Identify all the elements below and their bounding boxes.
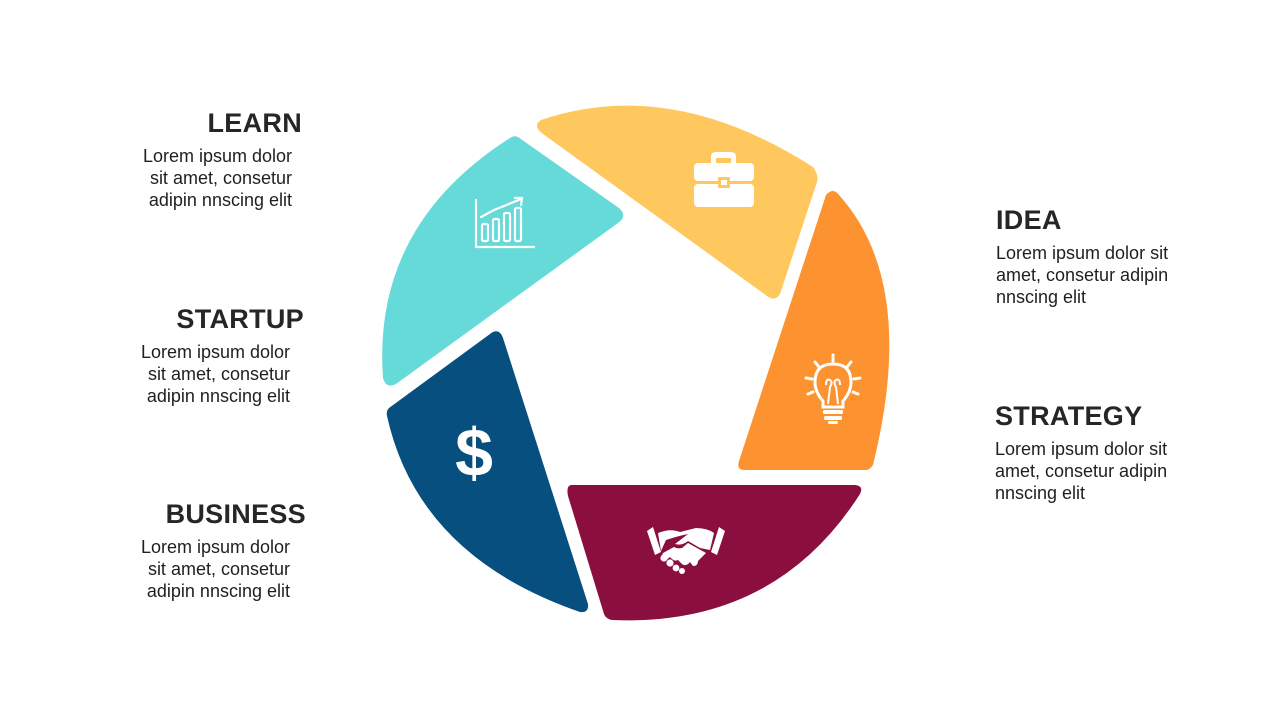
dollar-icon: $: [455, 415, 493, 491]
business-text-block: BUSINESS Lorem ipsum dolor sit amet, con…: [96, 499, 306, 602]
strategy-title: STRATEGY: [995, 401, 1143, 431]
lightbulb-icon: [804, 353, 862, 424]
strategy-text-block: STRATEGY Lorem ipsum dolor sit amet, con…: [995, 401, 1225, 504]
briefcase-icon: [694, 152, 754, 207]
business-description: Lorem ipsum dolor sit amet, consetur adi…: [140, 537, 290, 601]
idea-title: IDEA: [996, 205, 1062, 235]
svg-text:$: $: [455, 415, 493, 491]
idea-description: Lorem ipsum dolor sit amet, consetur adi…: [996, 243, 1169, 307]
growth-chart-icon: [474, 196, 536, 249]
startup-text-block: STARTUP Lorem ipsum dolor sit amet, cons…: [96, 304, 304, 407]
segment-business: [386, 331, 589, 613]
business-title: BUSINESS: [165, 499, 306, 529]
learn-title: LEARN: [207, 108, 302, 138]
handshake-icon: [647, 527, 725, 574]
learn-text-block: LEARN Lorem ipsum dolor sit amet, conset…: [96, 108, 302, 211]
segment-idea: [738, 191, 890, 470]
startup-description: Lorem ipsum dolor sit amet, consetur adi…: [140, 342, 290, 406]
segment-startup: [536, 105, 818, 299]
startup-title: STARTUP: [176, 304, 304, 334]
segment-learn: [382, 136, 624, 386]
learn-description: Lorem ipsum dolor sit amet, consetur adi…: [142, 146, 292, 210]
idea-text-block: IDEA Lorem ipsum dolor sit amet, consetu…: [996, 205, 1226, 308]
strategy-description: Lorem ipsum dolor sit amet, consetur adi…: [995, 439, 1168, 503]
